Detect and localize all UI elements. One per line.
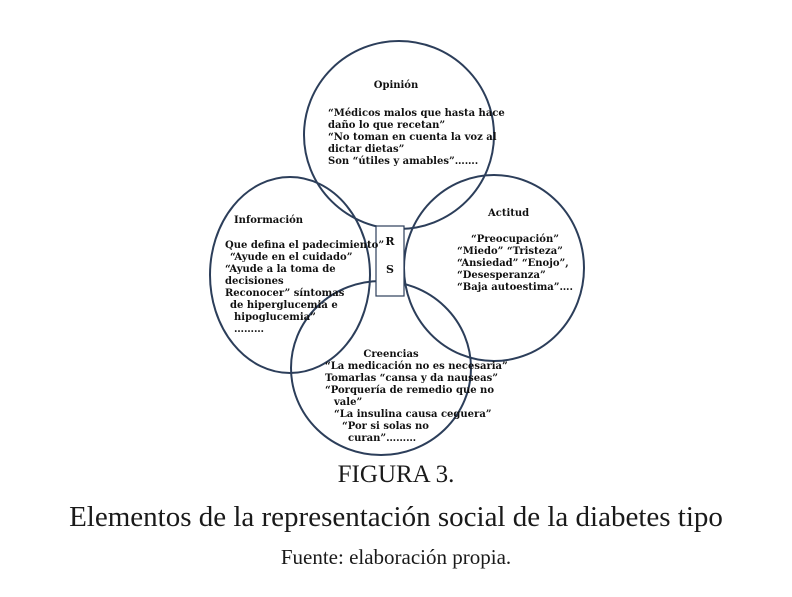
figure-label: FIGURA 3. [337,461,455,488]
creencias-line: “La medicación no es necesaria” [325,361,508,372]
actitud-title: Actitud [487,208,529,219]
actitud-line: “Desesperanza” [457,270,546,281]
opinion-line: Son “útiles y amables”……. [328,156,478,167]
informacion-line: Que defina el padecimiento” [225,240,384,251]
informacion-line: decisiones [225,276,284,287]
informacion-line: ……… [234,324,264,335]
center-box [375,225,405,297]
informacion-title: Información [234,215,304,226]
center-box-r: R [385,235,395,248]
figure-title: Elementos de la representación social de… [69,501,723,533]
creencias-line: “La insulina causa ceguera” [334,409,492,420]
creencias-title: Creencias [363,349,419,360]
informacion-line: “Ayude en el cuidado” [230,252,352,263]
actitud-line: “Baja autoestima”…. [457,282,573,293]
figure-source: Fuente: elaboración propia. [280,545,512,569]
creencias-line: vale” [333,397,362,408]
creencias-line: curan”……… [348,433,416,444]
circle-informacion [209,176,371,374]
opinion-line: “Médicos malos que hasta hace [328,108,505,119]
informacion-line: “Ayude a la toma de [225,264,336,275]
actitud-line: “Miedo” “Tristeza” [457,246,563,257]
actitud-line: “Ansiedad” “Enojo”, [457,258,569,269]
opinion-line: daño lo que recetan” [328,120,445,131]
opinion-line: “No toman en cuenta la voz al [328,132,497,143]
opinion-line: dictar dietas” [328,144,404,155]
informacion-line: de hiperglucemia e [230,300,338,311]
opinion-title: Opinión [374,80,419,91]
creencias-line: Tomarlas “cansa y da nauseas” [325,373,498,384]
center-box-s: S [386,263,394,276]
informacion-line: Reconocer” síntomas [225,288,345,299]
venn-diagram: R S Opinión “Médicos malos que hasta hac… [209,40,585,456]
creencias-line: “Porquería de remedio que no [325,385,494,396]
creencias-line: “Por si solas no [342,421,429,432]
informacion-line: hipoglucemia” [234,312,316,323]
actitud-line: “Preocupación” [471,234,559,245]
